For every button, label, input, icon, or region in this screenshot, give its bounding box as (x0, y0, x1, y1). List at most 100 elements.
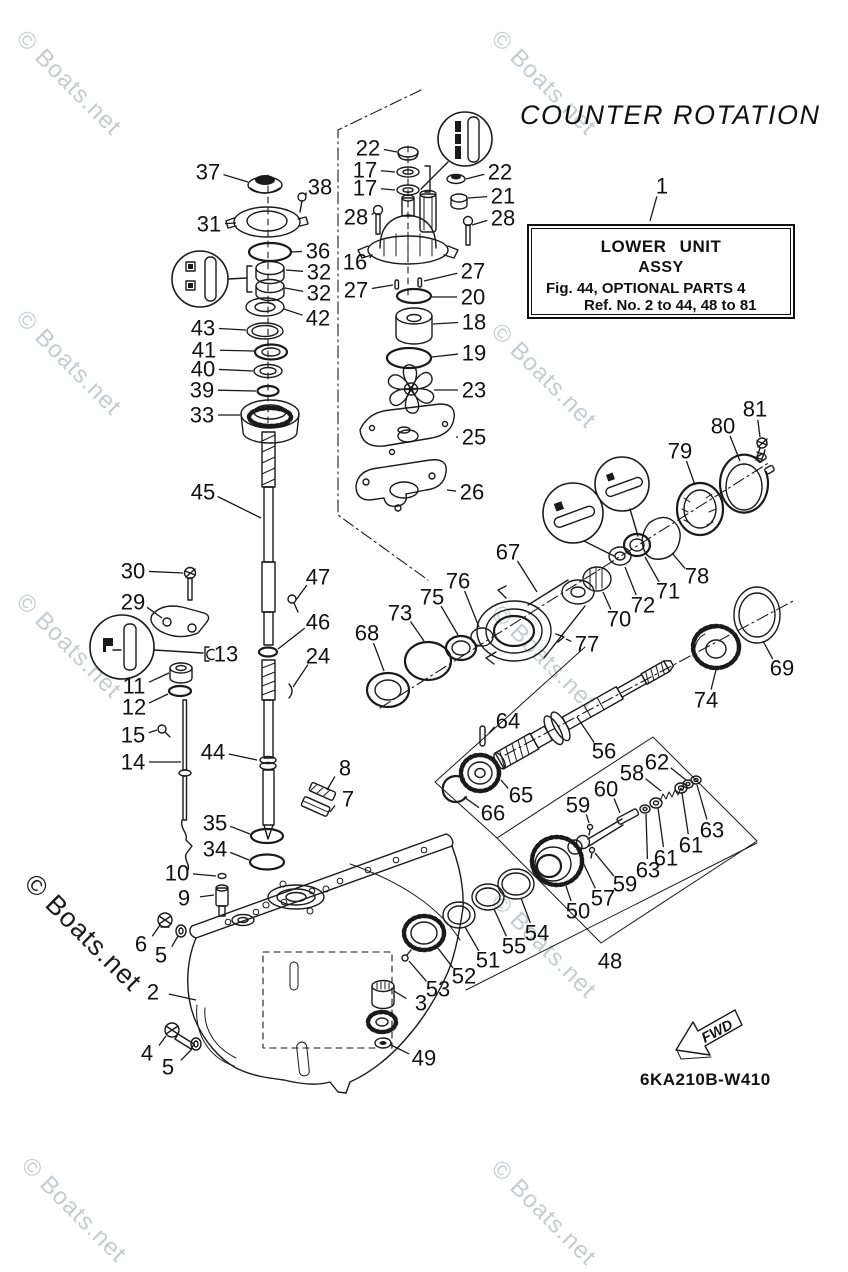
callout-leader (230, 826, 250, 834)
callout-label-10: 10 (165, 861, 189, 886)
callout-label-23: 23 (462, 378, 486, 403)
callout-label-41: 41 (192, 338, 216, 363)
callout-label-58: 58 (620, 761, 644, 786)
callout-label-30: 30 (121, 559, 145, 584)
callout-label-70: 70 (607, 607, 631, 632)
callout-label-56: 56 (592, 739, 616, 764)
callout-leader (447, 490, 456, 491)
callout-leader (658, 808, 663, 847)
callout-leader (224, 175, 248, 182)
callout-leader (580, 856, 595, 888)
callout-leader (472, 220, 487, 225)
callout-label-36: 36 (306, 239, 330, 264)
callout-label-54: 54 (525, 921, 549, 946)
callout-label-13: 13 (214, 642, 238, 667)
upper-seal-stack-group (226, 175, 308, 443)
callout-label-43: 43 (191, 316, 215, 341)
callout-leader (697, 785, 707, 820)
callout-label-67: 67 (496, 540, 520, 565)
callout-label-75: 75 (420, 585, 444, 610)
callout-leader (286, 270, 303, 271)
callout-leader (410, 621, 424, 641)
callout-label-16: 16 (343, 250, 367, 275)
callout-leader (278, 628, 305, 649)
callout-leader (424, 273, 457, 281)
callout-leader (327, 777, 335, 790)
callout-label-55: 55 (502, 934, 526, 959)
page-title: COUNTER ROTATION (520, 100, 821, 131)
callout-leader (686, 461, 695, 485)
callout-label-64: 64 (496, 709, 520, 734)
callout-label-51: 51 (476, 948, 500, 973)
callout-leader (169, 994, 196, 1000)
callout-label-5: 5 (162, 1055, 174, 1080)
callout-leader (671, 768, 686, 780)
assembly-info-box-inner: LOWER UNIT ASSY Fig. 44, OPTIONAL PARTS … (531, 228, 791, 315)
forward-gear-stack-group (368, 837, 582, 1048)
callout-leader (218, 390, 256, 391)
callout-label-44: 44 (201, 740, 225, 765)
callout-leader (181, 1049, 192, 1060)
callout-leader (330, 805, 335, 812)
info-line-3: Fig. 44, OPTIONAL PARTS 4 (532, 280, 790, 297)
callout-label-12: 12 (122, 695, 146, 720)
callout-label-46: 46 (306, 610, 330, 635)
callout-leader (432, 354, 458, 357)
callout-leader (464, 797, 479, 808)
callout-leader (646, 779, 661, 791)
callout-leader (595, 853, 614, 876)
callout-leader (466, 174, 484, 179)
callout-label-32: 32 (307, 281, 331, 306)
callout-label-78: 78 (685, 564, 709, 589)
callout-leader (758, 420, 760, 437)
callout-label-8: 8 (339, 756, 351, 781)
callout-label-38: 38 (308, 175, 332, 200)
callout-leader (229, 754, 257, 760)
callout-leader (381, 189, 395, 190)
callout-leader (225, 223, 236, 224)
callout-label-71: 71 (656, 579, 680, 604)
callout-leader (465, 591, 479, 627)
callout-leader (391, 1045, 409, 1054)
callout-label-27: 27 (461, 259, 485, 284)
callout-leader (172, 936, 178, 947)
callout-leader (650, 196, 657, 221)
callout-label-77: 77 (575, 632, 599, 657)
callout-label-68: 68 (355, 621, 379, 646)
bearing-carrier-group (367, 438, 780, 707)
callout-leader (409, 961, 426, 981)
callout-label-18: 18 (462, 310, 486, 335)
callout-leader (566, 639, 571, 641)
callout-leader (672, 553, 685, 569)
drive-shaft-group (259, 432, 298, 839)
callout-label-60: 60 (594, 777, 618, 802)
callout-leader (625, 567, 636, 595)
callout-leader (494, 909, 506, 936)
callout-label-59: 59 (613, 872, 637, 897)
callout-label-14: 14 (121, 750, 145, 775)
callout-label-28: 28 (344, 205, 368, 230)
callout-label-1: 1 (656, 174, 668, 199)
callout-label-9: 9 (178, 886, 190, 911)
callout-leader (285, 288, 303, 291)
callout-leader (159, 1036, 166, 1046)
callout-leader (394, 991, 406, 999)
callout-leader (517, 561, 537, 592)
callout-label-63: 63 (636, 858, 660, 883)
callout-label-4: 4 (141, 1041, 153, 1066)
info-line-2: ASSY (532, 259, 790, 277)
water-pump-group (356, 147, 473, 511)
exploded-parts-drawing: FWD 123455678910111213141516171718192021… (0, 0, 848, 1200)
callout-leader (219, 329, 246, 330)
callout-label-19: 19 (462, 341, 486, 366)
callout-leader (149, 694, 168, 703)
callout-label-42: 42 (306, 306, 330, 331)
drawing-code: 6KA210B-W410 (640, 1070, 771, 1090)
callout-label-17: 17 (353, 176, 377, 201)
callout-label-63: 63 (700, 818, 724, 843)
callout-leader (149, 673, 169, 682)
callout-label-81: 81 (743, 397, 767, 422)
callout-leader (149, 571, 183, 573)
callout-label-72: 72 (631, 593, 655, 618)
callout-label-7: 7 (342, 787, 354, 812)
